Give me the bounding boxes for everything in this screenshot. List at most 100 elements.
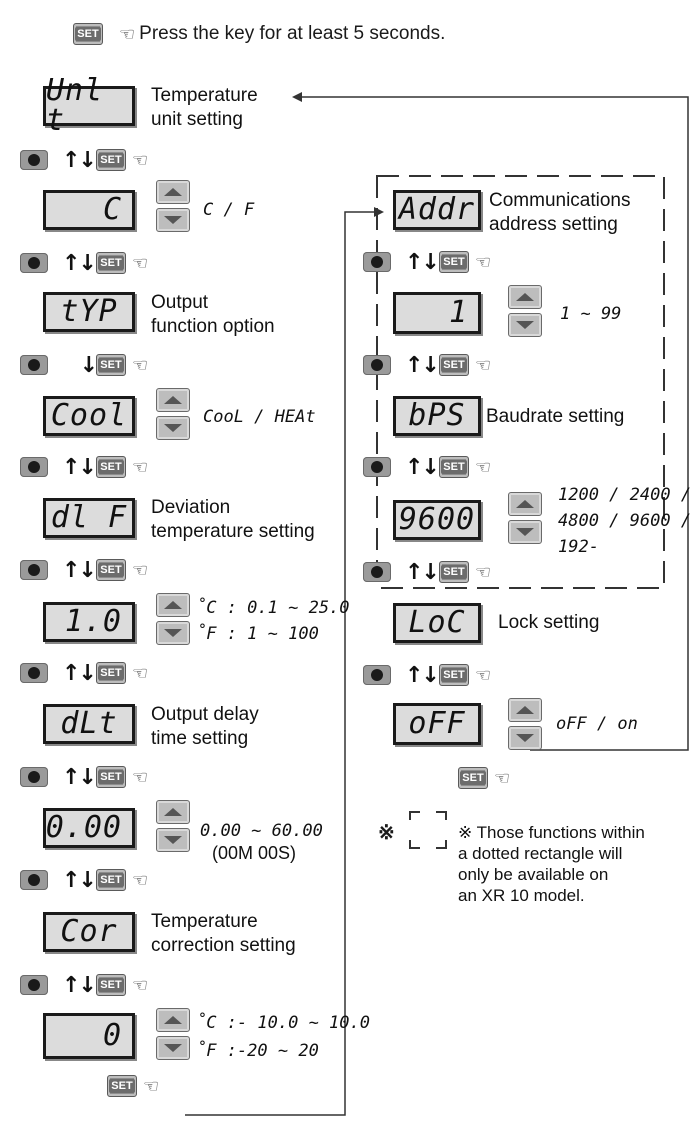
pointing-hand-icon: ☜ (132, 974, 149, 996)
mode-key[interactable] (20, 560, 48, 580)
lcd-delay: dLt (43, 704, 135, 744)
mode-key[interactable] (363, 355, 391, 375)
set-key[interactable]: SET (96, 149, 126, 171)
pointing-hand-icon: ☜ (132, 766, 149, 788)
range-correction: ˚C :- 10.0 ~ 10.0˚F :-20 ~ 20 (196, 1013, 370, 1061)
updown-arrows-icon: ↑↓ (405, 559, 440, 585)
lcd-correction: Cor (43, 912, 135, 952)
down-button[interactable] (156, 416, 190, 440)
mode-key[interactable] (363, 252, 391, 272)
mode-key[interactable] (20, 150, 48, 170)
note-text: ※ Those functions within a dotted rectan… (458, 823, 645, 905)
mode-key[interactable] (20, 355, 48, 375)
set-key[interactable]: SET (439, 561, 469, 583)
mode-key[interactable] (363, 562, 391, 582)
pointing-hand-icon: ☜ (132, 662, 149, 684)
updown-buttons (156, 593, 192, 647)
down-arrow-icon: ↓ (79, 352, 98, 378)
key-row: ↑↓ SET ☜ (20, 972, 148, 998)
range-baudrate: 1200 / 2400 / 4800 / 9600 / 192- (558, 485, 692, 557)
lcd-address: Addr (393, 190, 481, 230)
down-button[interactable] (508, 520, 542, 544)
set-key[interactable]: SET (439, 354, 469, 376)
mode-key[interactable] (20, 870, 48, 890)
pointing-hand-icon: ☜ (475, 664, 492, 686)
set-key[interactable]: SET (96, 662, 126, 684)
key-row: ↑↓ SET ☜ (20, 250, 148, 276)
mode-key[interactable] (20, 975, 48, 995)
pointing-hand-icon: ☜ (475, 561, 492, 583)
lcd-unit: Unl t (43, 76, 135, 136)
key-row: ↑↓ SET ☜ (363, 352, 491, 378)
key-row: ↑↓ SET ☜ (20, 454, 148, 480)
updown-arrows-icon: ↑↓ (62, 147, 97, 173)
pointing-hand-icon: ☜ (132, 354, 149, 376)
set-key[interactable]: SET (96, 252, 126, 274)
up-button[interactable] (508, 285, 542, 309)
set-key[interactable]: SET (96, 766, 126, 788)
mode-key[interactable] (20, 663, 48, 683)
down-button[interactable] (508, 726, 542, 750)
mode-key[interactable] (363, 665, 391, 685)
key-row: ↑↓ SET ☜ (363, 249, 491, 275)
range-address: 1 ~ 99 (560, 304, 622, 324)
up-button[interactable] (156, 800, 190, 824)
up-button[interactable] (156, 388, 190, 412)
updown-buttons (156, 180, 192, 234)
mode-key[interactable] (20, 457, 48, 477)
set-key[interactable]: SET (96, 559, 126, 581)
down-button[interactable] (508, 313, 542, 337)
set-key[interactable]: SET (73, 23, 103, 45)
range-unit: C / F (203, 200, 255, 220)
down-button[interactable] (156, 208, 190, 232)
updown-buttons (508, 285, 544, 339)
set-key[interactable]: SET (96, 869, 126, 891)
down-button[interactable] (156, 828, 190, 852)
mode-key[interactable] (20, 767, 48, 787)
updown-arrows-icon: ↑↓ (62, 557, 97, 583)
up-button[interactable] (156, 1008, 190, 1032)
set-key[interactable]: SET (439, 251, 469, 273)
pointing-hand-icon: ☜ (475, 354, 492, 376)
key-row: ↓ SET ☜ (20, 352, 148, 378)
set-key[interactable]: SET (107, 1075, 137, 1097)
up-button[interactable] (156, 180, 190, 204)
range-lock: oFF / on (556, 714, 638, 734)
mode-key[interactable] (20, 253, 48, 273)
lcd-lock-value: oFF (393, 703, 481, 745)
down-button[interactable] (156, 621, 190, 645)
range-deviation: ˚C : 0.1 ~ 25.0˚F : 1 ~ 100 (196, 598, 350, 644)
updown-arrows-icon: ↑↓ (62, 972, 97, 998)
set-key[interactable]: SET (96, 354, 126, 376)
up-button[interactable] (508, 698, 542, 722)
set-key[interactable]: SET (458, 767, 488, 789)
set-key[interactable]: SET (439, 456, 469, 478)
set-key[interactable]: SET (96, 456, 126, 478)
up-button[interactable] (508, 492, 542, 516)
down-button[interactable] (156, 1036, 190, 1060)
range-delay: 0.00 ~ 60.00 (00M 00S) (200, 821, 323, 863)
pointing-hand-icon: ☜ (132, 456, 149, 478)
mode-key[interactable] (363, 457, 391, 477)
updown-arrows-icon: ↑↓ (62, 454, 97, 480)
updown-arrows-icon: ↑↓ (405, 662, 440, 688)
up-button[interactable] (156, 593, 190, 617)
pointing-hand-icon: ☜ (132, 149, 149, 171)
set-key[interactable]: SET (96, 974, 126, 996)
updown-arrows-icon: ↑↓ (62, 250, 97, 276)
pointing-hand-icon: ☜ (143, 1075, 160, 1097)
header: SET ☜ Press the key for at least 5 secon… (73, 23, 445, 45)
pointing-hand-icon: ☜ (475, 251, 492, 273)
updown-buttons (156, 388, 192, 442)
key-row: ↑↓ SET ☜ (20, 764, 148, 790)
lcd-address-value: 1 (393, 292, 481, 334)
set-key[interactable]: SET (439, 664, 469, 686)
key-row: SET ☜ (107, 1073, 159, 1099)
key-row: ↑↓ SET ☜ (363, 454, 491, 480)
